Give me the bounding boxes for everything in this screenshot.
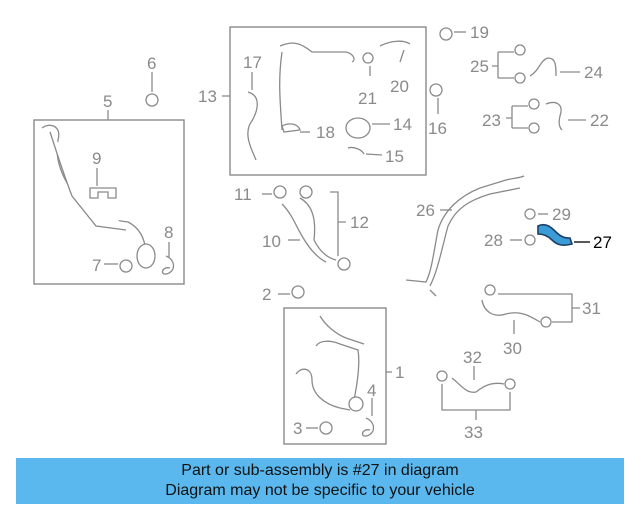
clamp-6-drawing xyxy=(145,93,159,107)
pipe-13-drawing xyxy=(279,42,355,131)
callout-1: 1 xyxy=(395,363,404,382)
callout-24: 24 xyxy=(584,63,603,82)
clamp-28-drawing xyxy=(524,234,536,246)
callout-17: 17 xyxy=(243,53,262,72)
callout-26: 26 xyxy=(416,201,435,220)
callout-19: 19 xyxy=(470,23,489,42)
callout-8: 8 xyxy=(164,223,173,242)
callout-15: 15 xyxy=(385,147,404,166)
clamp-2-drawing xyxy=(291,285,305,299)
hose-17-drawing xyxy=(247,91,258,161)
callout-20: 20 xyxy=(390,77,409,96)
clip-8-drawing xyxy=(161,255,175,275)
group-box-1 xyxy=(283,307,387,445)
oring-3-drawing xyxy=(319,421,333,435)
callout-25: 25 xyxy=(470,57,489,76)
bracket-9-drawing xyxy=(89,187,117,199)
group-box-13 xyxy=(229,26,427,176)
callout-12: 12 xyxy=(350,213,369,232)
callout-6: 6 xyxy=(147,54,156,73)
callout-14: 14 xyxy=(393,115,412,134)
hose-32-drawing xyxy=(451,377,505,393)
part-14-drawing xyxy=(345,117,371,139)
clamp-11-drawing xyxy=(273,185,287,199)
callout-29: 29 xyxy=(552,205,571,224)
banner-line-2: Diagram may not be specific to your vehi… xyxy=(165,482,475,499)
callout-22: 22 xyxy=(590,111,609,130)
clamp-19-drawing xyxy=(439,27,453,41)
callout-9: 9 xyxy=(92,149,101,168)
callout-5: 5 xyxy=(103,92,112,111)
callout-28: 28 xyxy=(484,231,503,250)
clamp-29-drawing xyxy=(524,208,536,220)
callout-13: 13 xyxy=(198,87,217,106)
oring-7-drawing xyxy=(119,259,133,273)
hose-5-drawing-b xyxy=(49,131,127,231)
callout-33: 33 xyxy=(464,423,483,442)
callout-11: 11 xyxy=(234,185,252,204)
pipe-1-drawing xyxy=(315,315,365,401)
hose-30-drawing xyxy=(481,299,541,323)
callout-31: 31 xyxy=(582,299,601,318)
hose-24-drawing xyxy=(529,57,557,77)
callout-21: 21 xyxy=(358,89,377,108)
callout-2: 2 xyxy=(262,285,271,304)
group-box-5 xyxy=(33,119,185,285)
hose-22-drawing xyxy=(545,101,563,131)
info-banner: Part or sub-assembly is #27 in diagram D… xyxy=(16,458,624,504)
callout-18: 18 xyxy=(316,123,335,142)
callout-4: 4 xyxy=(367,381,376,400)
parts-diagram: 1 2 3 4 5 6 7 8 9 10 11 12 13 14 15 16 1… xyxy=(33,23,612,445)
clamp-18-drawing xyxy=(281,123,301,133)
hose-10-drawing xyxy=(281,203,327,263)
pipe-26-drawing xyxy=(405,175,525,297)
clip-4-drawing xyxy=(361,417,375,437)
hose-27-highlighted xyxy=(537,223,574,246)
callout-30: 30 xyxy=(503,339,522,358)
callout-16: 16 xyxy=(428,119,447,138)
callout-32: 32 xyxy=(463,348,482,367)
callout-3: 3 xyxy=(293,419,302,438)
hose-20-drawing xyxy=(379,40,411,47)
clamp-16-drawing xyxy=(429,83,443,97)
callout-27-highlighted: 27 xyxy=(593,233,612,252)
banner-line-1: Part or sub-assembly is #27 in diagram xyxy=(181,462,459,479)
callout-7: 7 xyxy=(92,256,101,275)
hose-5-end xyxy=(136,243,156,269)
callout-10: 10 xyxy=(262,232,281,251)
callout-23: 23 xyxy=(482,111,501,130)
